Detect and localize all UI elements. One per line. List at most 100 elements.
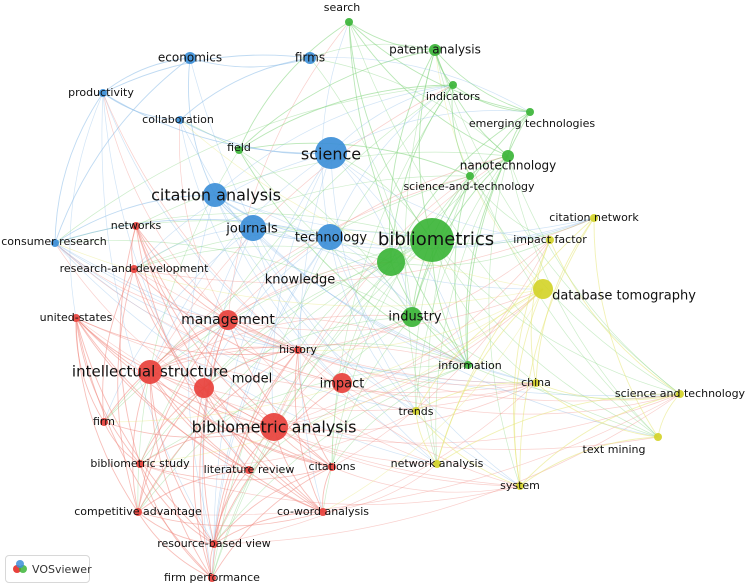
node-research-and-development[interactable] xyxy=(130,265,138,273)
node-science-and-technology[interactable] xyxy=(676,390,684,398)
label-history[interactable]: history xyxy=(279,343,317,356)
label-bibliometric-study[interactable]: bibliometric study xyxy=(90,457,190,470)
node-firm-performance[interactable] xyxy=(208,574,216,582)
node-united-states[interactable] xyxy=(72,314,80,322)
label-resource-based-view[interactable]: resource-based view xyxy=(157,537,271,550)
node-field[interactable] xyxy=(235,146,243,154)
label-science[interactable]: science xyxy=(301,145,361,164)
label-trends[interactable]: trends xyxy=(398,405,433,418)
node-citation-analysis[interactable] xyxy=(203,183,227,207)
label-united-states[interactable]: united-states xyxy=(40,311,113,324)
node-bibliometric-analysis[interactable] xyxy=(260,413,288,441)
network-nodes xyxy=(51,18,684,582)
label-competitive-advantage[interactable]: competitive advantage xyxy=(74,505,202,518)
node-bibliometrics[interactable] xyxy=(410,218,454,262)
node-technology[interactable] xyxy=(317,224,343,250)
label-networks[interactable]: networks xyxy=(111,219,162,232)
label-productivity[interactable]: productivity xyxy=(68,86,134,99)
label-science-and-technology-hyph[interactable]: science-and-technology xyxy=(403,180,535,193)
label-collaboration[interactable]: collaboration xyxy=(142,113,214,126)
node-impact-factor[interactable] xyxy=(546,236,554,244)
label-indicators[interactable]: indicators xyxy=(426,90,480,103)
node-knowledge[interactable] xyxy=(377,248,405,276)
node-text-mining[interactable] xyxy=(654,433,662,441)
node-resource-based-view[interactable] xyxy=(210,540,218,548)
label-impact[interactable]: impact xyxy=(320,377,365,392)
edge xyxy=(415,382,537,412)
node-history[interactable] xyxy=(294,346,302,354)
label-bibliometrics[interactable]: bibliometrics xyxy=(378,229,494,250)
node-networks[interactable] xyxy=(132,222,140,230)
label-consumer-research[interactable]: consumer research xyxy=(1,235,107,248)
node-information[interactable] xyxy=(464,361,472,369)
edge xyxy=(507,155,681,395)
node-citation-network[interactable] xyxy=(590,214,598,222)
node-productivity[interactable] xyxy=(99,89,107,97)
label-impact-factor[interactable]: impact factor xyxy=(513,233,587,246)
node-firms[interactable] xyxy=(304,52,316,64)
label-citation-analysis[interactable]: citation analysis xyxy=(151,186,281,205)
label-science-and-technology[interactable]: science and technology xyxy=(615,387,746,400)
label-model[interactable]: model xyxy=(232,372,272,387)
node-database-tomography[interactable] xyxy=(533,279,553,299)
vosviewer-logo[interactable]: VOSviewer xyxy=(5,555,92,583)
node-emerging-technologies[interactable] xyxy=(526,108,534,116)
node-network-analysis[interactable] xyxy=(433,460,441,468)
label-text-mining[interactable]: text mining xyxy=(583,443,646,456)
node-economics[interactable] xyxy=(184,52,196,64)
edge xyxy=(101,92,215,545)
node-indicators[interactable] xyxy=(449,81,457,89)
node-industry[interactable] xyxy=(402,307,422,327)
label-patent-analysis[interactable]: patent analysis xyxy=(389,43,481,57)
label-technology[interactable]: technology xyxy=(295,231,367,246)
node-china[interactable] xyxy=(532,379,540,387)
node-model[interactable] xyxy=(194,378,214,398)
label-network-analysis[interactable]: network analysis xyxy=(391,457,484,470)
label-emerging-technologies[interactable]: emerging technologies xyxy=(469,117,595,130)
edge xyxy=(348,21,509,157)
label-china[interactable]: china xyxy=(521,376,551,389)
node-science-and-technology-hyph[interactable] xyxy=(466,172,474,180)
label-information[interactable]: information xyxy=(438,359,502,372)
label-economics[interactable]: economics xyxy=(158,51,222,65)
node-search[interactable] xyxy=(345,18,353,26)
label-search[interactable]: search xyxy=(324,1,361,14)
label-system[interactable]: system xyxy=(500,479,540,492)
node-management[interactable] xyxy=(218,310,238,330)
label-firm-performance[interactable]: firm performance xyxy=(164,571,260,584)
node-co-word-analysis[interactable] xyxy=(319,508,327,516)
label-firms[interactable]: firms xyxy=(295,51,325,65)
label-database-tomography[interactable]: database tomography xyxy=(552,289,696,304)
node-system[interactable] xyxy=(516,482,524,490)
label-firm[interactable]: firm xyxy=(93,415,115,428)
node-impact[interactable] xyxy=(332,373,352,393)
label-nanotechnology[interactable]: nanotechnology xyxy=(460,159,557,173)
node-bibliometric-study[interactable] xyxy=(136,460,144,468)
label-literature-review[interactable]: literature review xyxy=(204,463,295,476)
label-research-and-development[interactable]: research-and-development xyxy=(60,262,209,275)
label-citations[interactable]: citations xyxy=(309,460,356,473)
label-knowledge[interactable]: knowledge xyxy=(265,273,335,288)
node-journals[interactable] xyxy=(240,215,266,241)
label-citation-network[interactable]: citation network xyxy=(549,211,639,224)
label-co-word-analysis[interactable]: co-word analysis xyxy=(277,505,369,518)
label-journals[interactable]: journals xyxy=(225,222,278,237)
node-competitive-advantage[interactable] xyxy=(134,508,142,516)
node-science[interactable] xyxy=(315,137,347,169)
label-field[interactable]: field xyxy=(227,141,251,154)
node-citations[interactable] xyxy=(328,463,336,471)
node-patent-analysis[interactable] xyxy=(429,44,441,56)
node-literature-review[interactable] xyxy=(245,466,253,474)
edge xyxy=(179,119,299,351)
node-collaboration[interactable] xyxy=(176,116,184,124)
node-trends[interactable] xyxy=(412,407,420,415)
edge xyxy=(238,149,469,366)
node-intellectual-structure[interactable] xyxy=(138,360,162,384)
node-nanotechnology[interactable] xyxy=(502,150,514,162)
node-firm[interactable] xyxy=(100,418,108,426)
label-management[interactable]: management xyxy=(181,312,275,328)
node-consumer-research[interactable] xyxy=(51,239,59,247)
label-industry[interactable]: industry xyxy=(388,310,442,325)
label-intellectual-structure[interactable]: intellectual structure xyxy=(72,363,228,381)
label-bibliometric-analysis[interactable]: bibliometric analysis xyxy=(192,418,357,437)
